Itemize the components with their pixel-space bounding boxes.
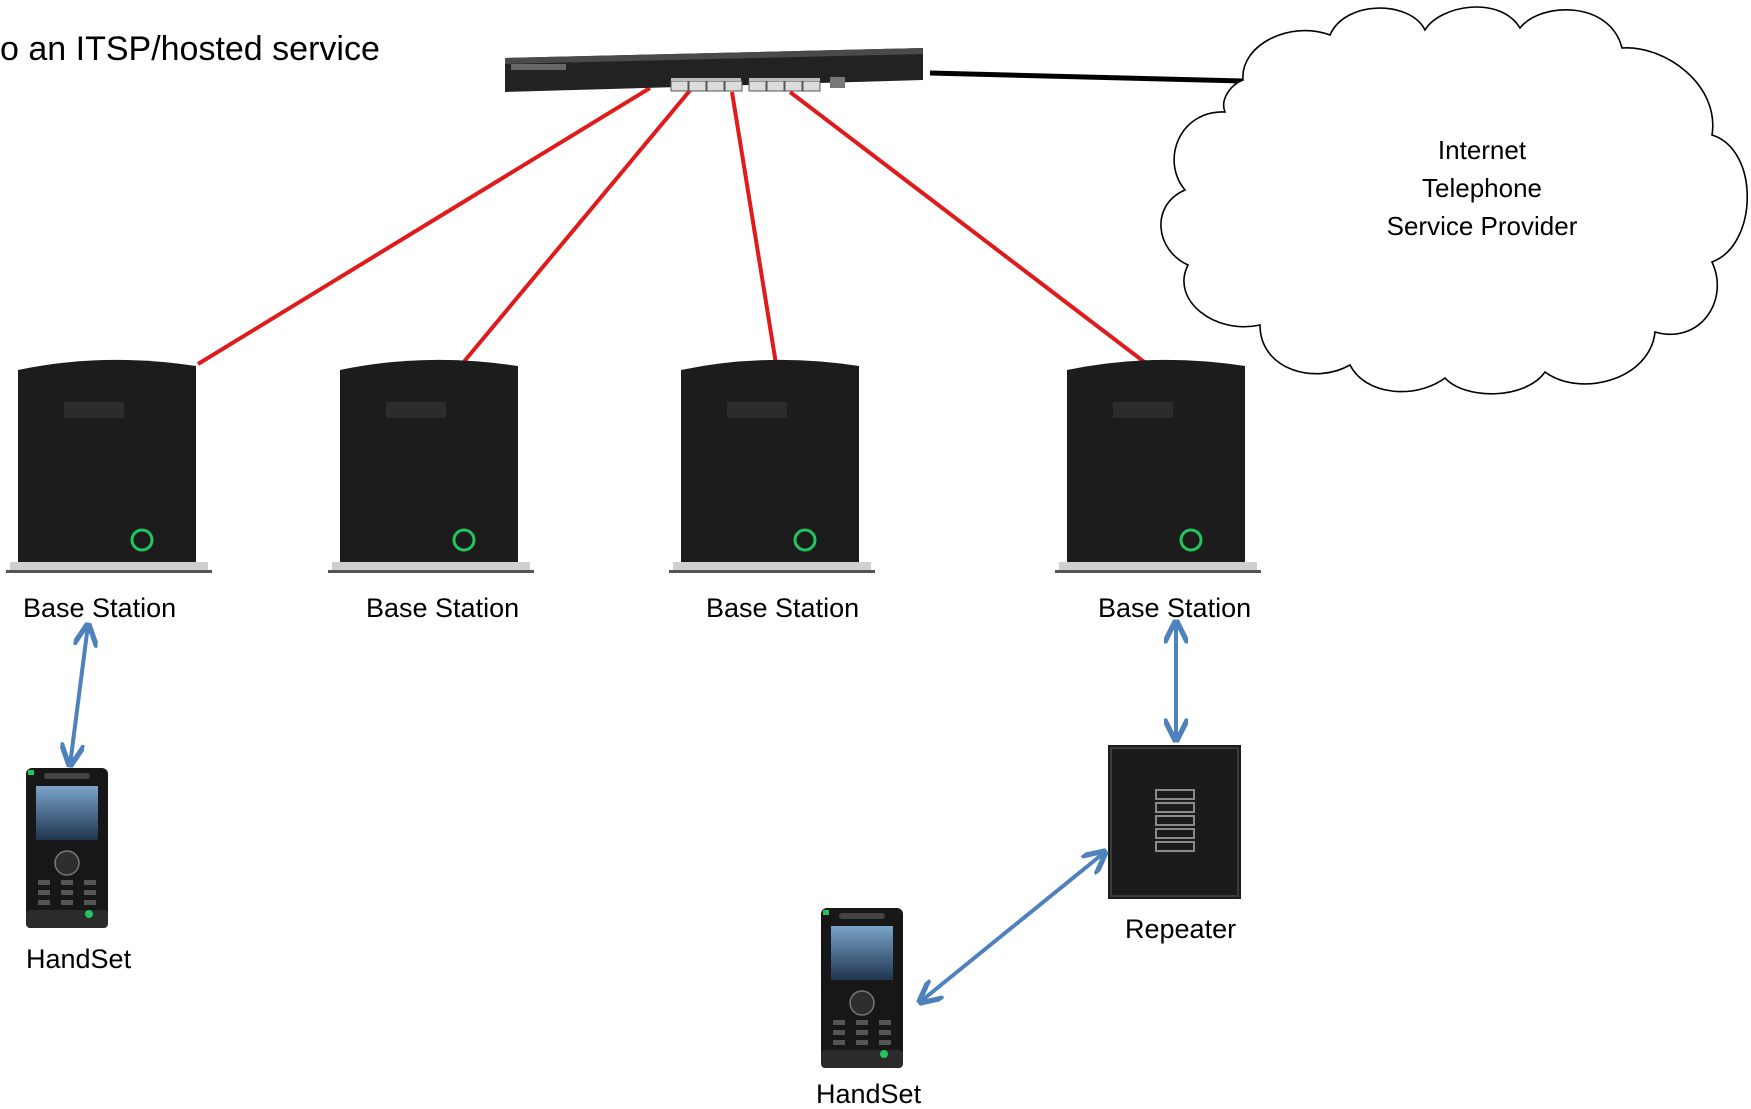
repeater: Repeater [1108, 745, 1241, 944]
handset-2: HandSet [816, 908, 922, 1109]
base-station-label: Base Station [366, 593, 519, 623]
cloud-label-line-2: Telephone [1422, 173, 1542, 203]
ethernet-link-2 [460, 86, 694, 366]
handset-1: HandSet [26, 768, 132, 974]
wireless-links [70, 622, 1176, 1002]
cloud-icon [1160, 6, 1749, 395]
cloud-label-line-3: Service Provider [1387, 211, 1578, 241]
handset-icon [821, 908, 903, 1068]
ethernet-link-1 [196, 86, 652, 366]
handset-label: HandSet [26, 944, 132, 974]
repeater-label: Repeater [1125, 914, 1236, 944]
diagram-title: o an ITSP/hosted service [0, 30, 380, 68]
ethernet-link-4 [788, 90, 1149, 366]
base-station-label: Base Station [1098, 593, 1251, 623]
cloud-label-line-1: Internet [1438, 135, 1527, 165]
ethernet-link-3 [730, 91, 778, 365]
ethernet-links [196, 86, 1149, 366]
internet-cloud: Internet Telephone Service Provider [1160, 6, 1749, 395]
base-station-icon [669, 359, 875, 573]
handset-label: HandSet [816, 1079, 922, 1109]
wireless-link-repeater-handset-2 [920, 852, 1105, 1002]
network-switch-icon [505, 48, 923, 92]
base-station-1: Base Station [6, 359, 212, 623]
base-station-icon [1055, 359, 1261, 573]
base-station-icon [6, 359, 212, 573]
base-station-icon [328, 359, 534, 573]
base-station-label: Base Station [23, 593, 176, 623]
repeater-icon [1108, 745, 1241, 899]
internet-uplink [929, 70, 1244, 84]
base-station-3: Base Station [669, 359, 875, 623]
base-station-4: Base Station [1055, 359, 1261, 623]
base-station-label: Base Station [706, 593, 859, 623]
wireless-link-handset-1 [70, 625, 88, 765]
handset-icon [26, 768, 108, 928]
base-station-2: Base Station [328, 359, 534, 623]
